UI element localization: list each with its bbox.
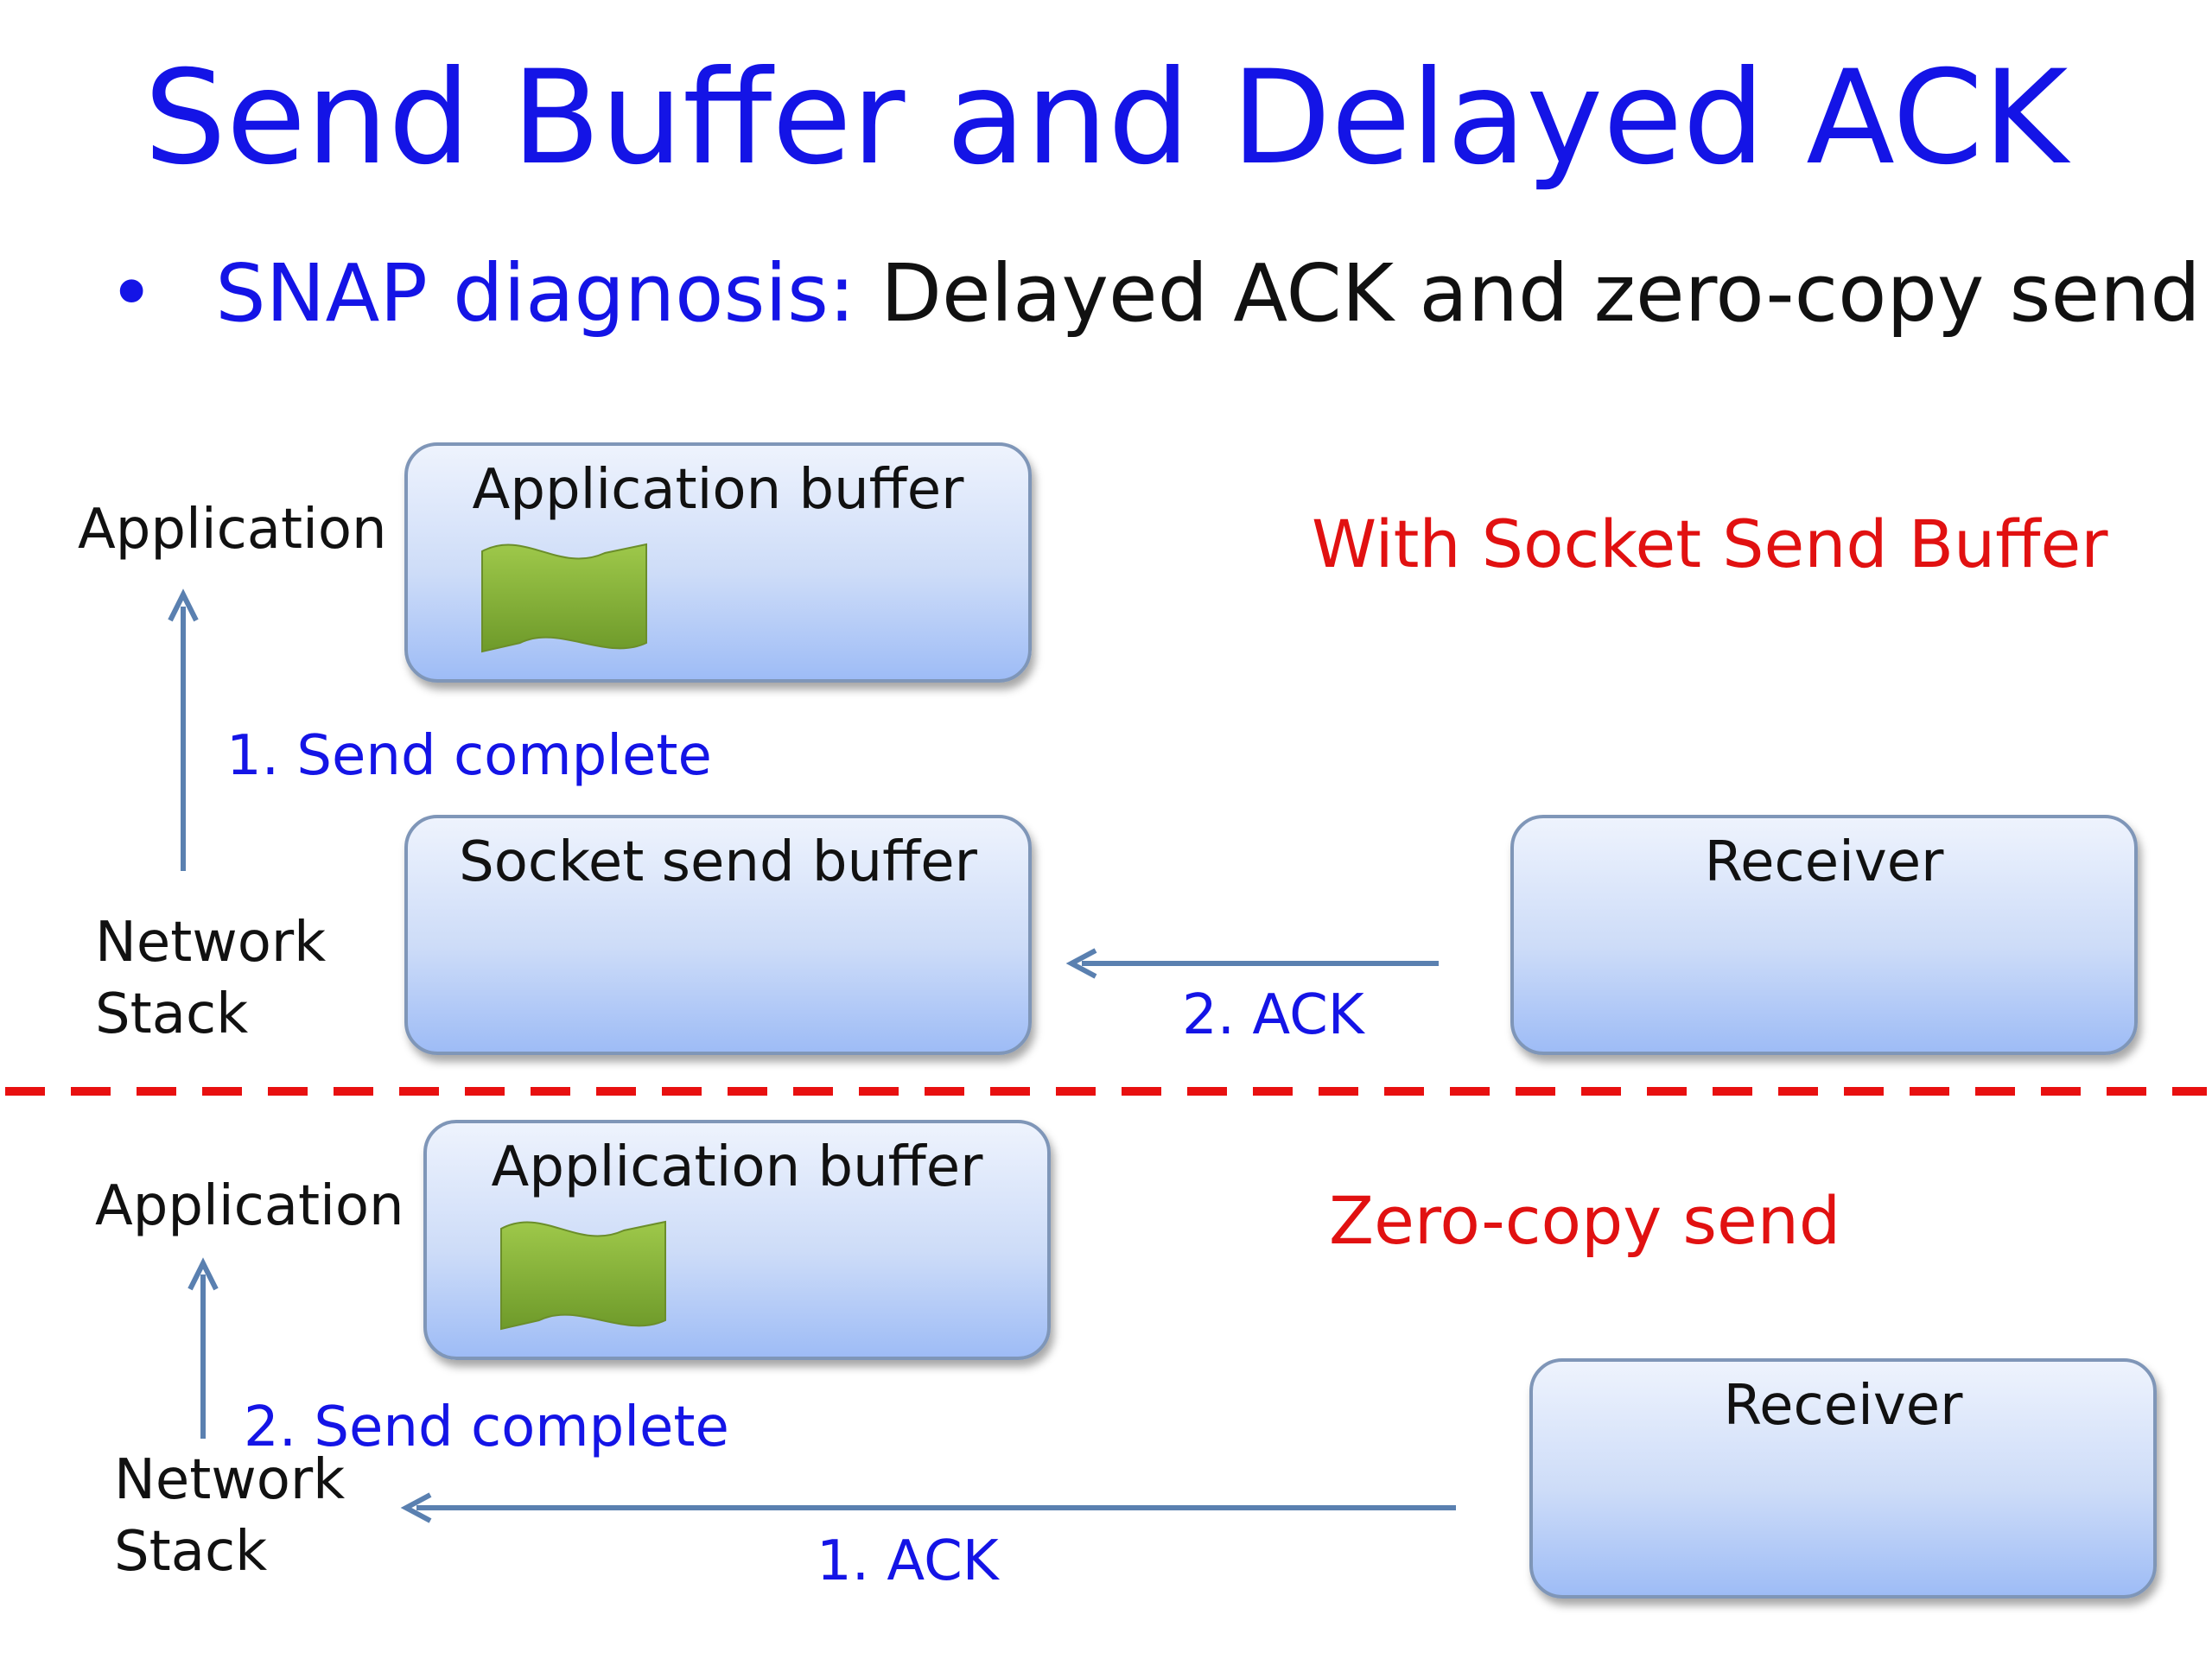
network-stack-line2: Stack [95,982,249,1047]
step-send-complete-bottom: 2. Send complete [244,1395,729,1459]
receiver-box-bottom: Receiver [1529,1358,2157,1599]
network-stack-label-bottom: Network Stack [114,1445,345,1588]
application-buffer-box-top: Application buffer [404,442,1032,683]
application-buffer-label: Application buffer [491,1135,983,1199]
socket-send-buffer-label: Socket send buffer [459,830,977,894]
bullet-text: Delayed ACK and zero-copy send [880,247,2201,340]
receiver-label-bottom: Receiver [1723,1374,1963,1438]
network-stack-line1: Network [114,1448,346,1512]
step-ack-top: 2. ACK [1182,983,1364,1047]
send-complete-arrow-top [168,588,199,871]
application-label-top: Application [78,498,387,562]
network-stack-line2: Stack [114,1520,268,1585]
step-send-complete-top: 1. Send complete [226,724,712,788]
step-ack-bottom: 1. ACK [817,1529,999,1593]
bullet-point: • SNAP diagnosis: Delayed ACK and zero-co… [108,246,2201,341]
section-heading-bottom: Zero-copy send [1329,1182,1841,1259]
data-flag-icon [481,543,647,653]
send-complete-arrow-bottom [188,1257,219,1439]
bullet-marker: • [108,247,156,340]
application-buffer-box-bottom: Application buffer [423,1120,1051,1360]
network-stack-line1: Network [95,911,327,975]
receiver-label-top: Receiver [1704,830,1944,894]
application-label-bottom: Application [95,1174,404,1238]
data-flag-icon [500,1220,666,1331]
receiver-box-top: Receiver [1510,815,2138,1055]
slide-title: Send Buffer and Delayed ACK [143,43,2069,194]
ack-arrow-top [1065,948,1439,979]
bullet-lead: SNAP diagnosis: [215,247,855,340]
network-stack-label-top: Network Stack [95,907,326,1051]
section-heading-top: With Socket Send Buffer [1312,505,2108,582]
ack-arrow-bottom [400,1492,1456,1523]
application-buffer-label: Application buffer [472,458,964,522]
socket-send-buffer-box: Socket send buffer [404,815,1032,1055]
